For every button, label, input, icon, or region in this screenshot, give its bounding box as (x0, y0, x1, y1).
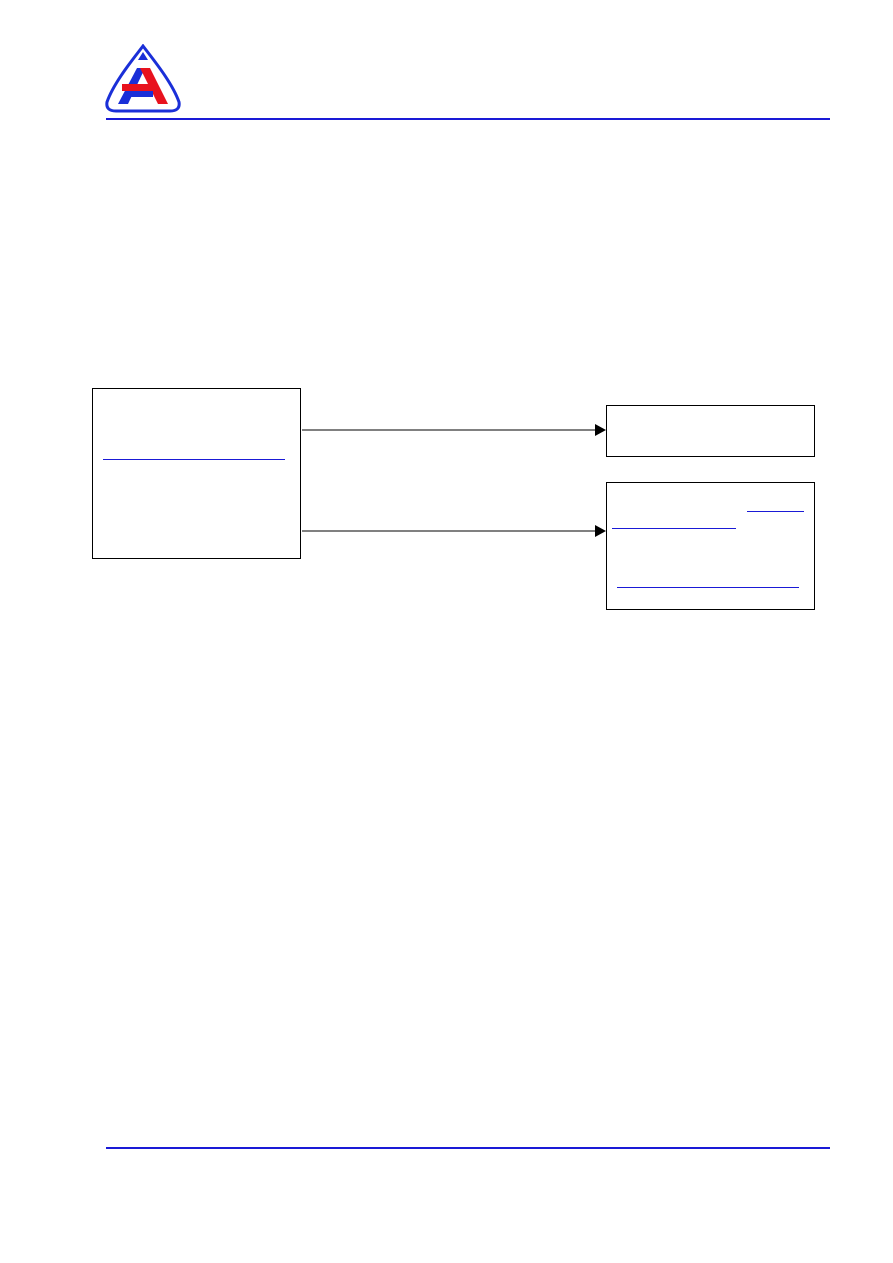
company-logo-icon (105, 44, 181, 113)
hyperlink-underline[interactable] (747, 511, 804, 512)
header-rule (106, 118, 830, 120)
right-arrow-icon (302, 525, 606, 537)
right-arrow-icon (302, 424, 606, 436)
hyperlink-underline[interactable] (612, 528, 736, 529)
hyperlink-underline[interactable] (103, 459, 285, 460)
target-box-top (606, 405, 815, 457)
target-box-bottom (606, 482, 815, 610)
footer-rule (106, 1147, 830, 1149)
source-box (92, 388, 301, 559)
hyperlink-underline[interactable] (617, 587, 799, 588)
